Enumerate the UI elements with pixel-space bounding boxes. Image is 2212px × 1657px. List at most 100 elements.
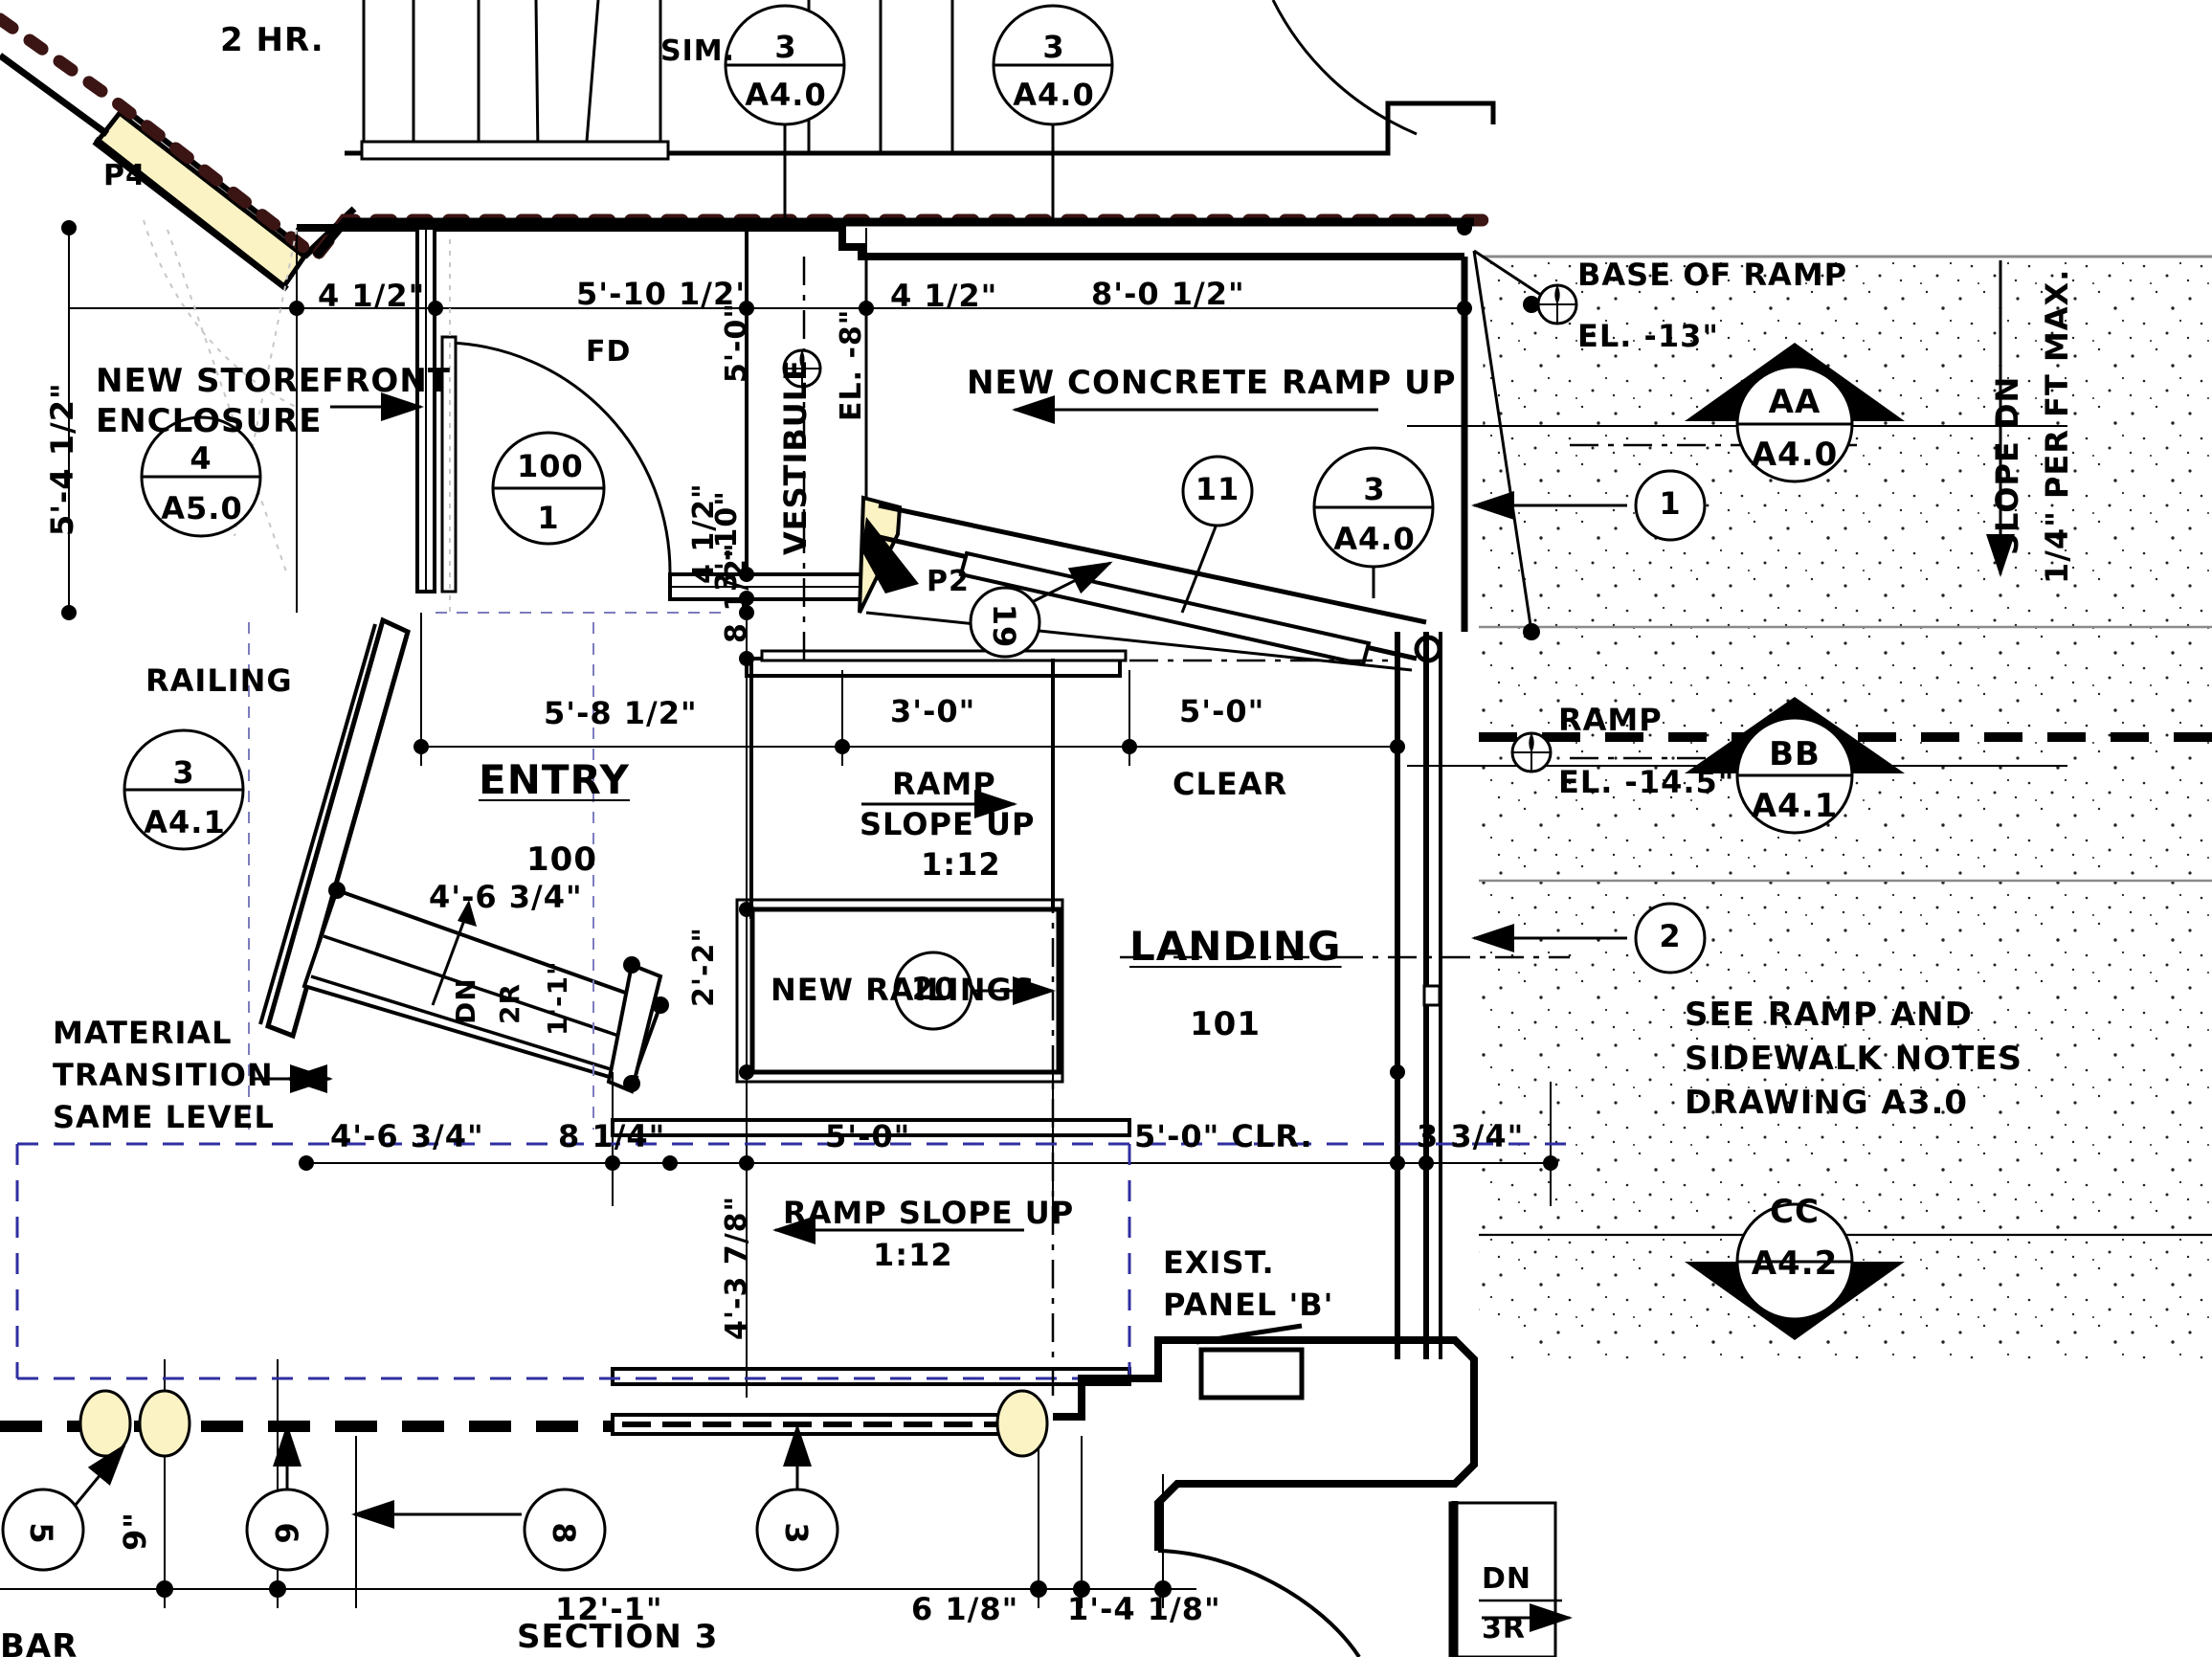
keynote-8: 8: [546, 1522, 582, 1545]
keynote-2: 2: [1659, 918, 1682, 954]
note-dn: DN: [1482, 1562, 1532, 1596]
dim-4-1-2-b: 4 1/2": [890, 278, 998, 314]
storefront-mullions: [360, 0, 1418, 161]
door-tag-sub: 1: [537, 500, 560, 536]
dim-5-0-clear: 5'-0": [1179, 693, 1265, 729]
elevation-target-symbols: [782, 283, 1578, 773]
angled-ramp-rail: [858, 495, 1442, 672]
door-tag-number: 100: [517, 448, 584, 484]
note-sim: SIM.: [660, 34, 736, 68]
dim-5-8-1-2: 5'-8 1/2": [544, 695, 698, 731]
note-new-railings: NEW RAILINGS: [771, 972, 1036, 1008]
note-ramp-elevation: EL. -14.5": [1558, 764, 1735, 800]
note-material-transition-3: SAME LEVEL: [53, 1099, 275, 1135]
dim-4-3-7-8: 4'-3 7/8": [720, 1195, 753, 1340]
detail-bubble-top-1: [724, 4, 846, 126]
bottom-rail-bars: [611, 1413, 1026, 1436]
dim-3-3-4: 3 3/4": [1417, 1118, 1525, 1154]
dim-2-2: 2'-2": [687, 926, 721, 1007]
keynote-19: 19: [986, 603, 1022, 649]
note-new-concrete-ramp-up: NEW CONCRETE RAMP UP: [967, 364, 1457, 402]
detail-bubble-top-2-sheet: A4.0: [1013, 77, 1095, 113]
room-landing-number: 101: [1190, 1005, 1261, 1043]
keynote-5: 5: [23, 1522, 59, 1545]
dim-6-1-8: 6 1/8": [911, 1591, 1019, 1627]
light-guides: [248, 612, 727, 1130]
dim-5-4-1-2: 5'-4 1/2": [44, 382, 80, 536]
detail-bubble-top-2-number: 3: [1042, 29, 1065, 65]
note-new-storefront-line2: ENCLOSURE: [96, 402, 323, 440]
note-stair-riser-height: 1'-1": [542, 960, 573, 1036]
room-landing-name: LANDING: [1129, 923, 1342, 970]
detail-bubble-storefront-sheet: A5.0: [161, 490, 243, 526]
section-marker-aa-letter: AA: [1768, 383, 1821, 421]
note-see-ramp-3: DRAWING A3.0: [1685, 1084, 1969, 1122]
keynote-3-bottom: 3: [778, 1522, 815, 1545]
vestibule-glazing: [668, 572, 863, 601]
note-base-of-ramp: BASE OF RAMP: [1577, 257, 1848, 293]
fire-rated-wall-diagonal: [0, 53, 357, 292]
keynote-circles: [1, 455, 1707, 1572]
note-material-transition-1: MATERIAL: [53, 1015, 233, 1051]
dim-4-6-3-4-b: 4'-6 3/4": [330, 1118, 484, 1154]
dim-12-1: 12'-1": [555, 1591, 663, 1627]
section-marker-cc-sheet: A4.2: [1751, 1244, 1839, 1283]
note-clear: CLEAR: [1173, 766, 1288, 802]
note-p2: P2: [927, 565, 970, 598]
note-dn-risers: 3R: [1482, 1612, 1526, 1646]
section-marker-bb: [1685, 697, 1905, 835]
dim-8-0-1-2: 8'-0 1/2": [1091, 276, 1245, 312]
note-ramp-slope-up: RAMP: [892, 766, 996, 802]
note-ramp: RAMP: [1558, 702, 1663, 738]
note-railing: RAILING: [145, 662, 293, 699]
note-see-ramp-2: SIDEWALK NOTES: [1685, 1040, 2022, 1078]
dim-8-1-4: 8 1/4": [558, 1118, 666, 1154]
note-exist: EXIST.: [1163, 1244, 1275, 1281]
detail-bubble-mid-sheet: A4.0: [1333, 521, 1416, 557]
detail-bubble-railing-sheet: A4.1: [144, 804, 226, 840]
detail-bubble-top-1-number: 3: [774, 29, 797, 65]
dimension-tick-dots: [61, 220, 1558, 1598]
note-see-ramp-1: SEE RAMP AND: [1685, 996, 1973, 1034]
note-slope-ratio: 1:12: [921, 846, 1001, 883]
note-ramp-slope-up-lower: RAMP SLOPE UP: [783, 1195, 1075, 1231]
note-section-3: SECTION 3: [517, 1618, 719, 1656]
detail-bubble-storefront-number: 4: [190, 440, 212, 477]
note-stair-risers: 2R: [494, 982, 525, 1024]
keynote-20: 20: [911, 971, 957, 1007]
detail-bubble-storefront: [140, 415, 262, 538]
detail-bubble-mid-number: 3: [1363, 471, 1386, 507]
dim-5-0-clr-2: 5'-0" CLR.: [1134, 1118, 1313, 1154]
detail-bubble-mid: [1312, 446, 1435, 569]
room-entry-name: ENTRY: [479, 756, 630, 803]
detail-bubble-railing-number: 3: [172, 754, 195, 791]
room-vestibule-label: VESTIBULE: [777, 358, 814, 555]
room-entry-number: 100: [526, 840, 597, 879]
section-marker-cc-letter: CC: [1770, 1193, 1820, 1231]
detail-bubble-top-1-sheet: A4.0: [745, 77, 827, 113]
keynote-11: 11: [1195, 471, 1240, 507]
leader-arrows: [56, 105, 2015, 1529]
section-marker-aa: [1685, 343, 1905, 483]
note-stair-dn: DN: [450, 977, 481, 1024]
note-fd: FD: [586, 335, 632, 369]
dim-5-10-1-2: 5'-10 1/2": [576, 276, 752, 312]
dim-5-0-mid: 5'-0": [825, 1118, 911, 1154]
note-panel-b: PANEL 'B': [1163, 1287, 1334, 1323]
section-marker-aa-sheet: A4.0: [1751, 436, 1839, 474]
dn-3r-arrow: [1479, 1599, 1573, 1632]
dim-5-0-vert: 5'-0": [720, 302, 753, 383]
dim-3-10: 3'-10": [710, 490, 744, 592]
note-ramp-slope-ratio-lower: 1:12: [873, 1237, 953, 1273]
note-new-storefront-line1: NEW STOREFRONT: [96, 362, 451, 400]
highlighted-posts: [78, 1389, 1049, 1458]
note-slope-dn-rate: 1/4" PER FT MAX.: [2039, 268, 2075, 584]
note-slope-up: SLOPE UP: [860, 806, 1036, 842]
upper-exterior-wall: [312, 101, 1496, 259]
note-base-of-ramp-elevation: EL. -13": [1577, 318, 1720, 354]
section-marker-bb-sheet: A4.1: [1751, 787, 1839, 825]
door-tag-bubble: [491, 431, 606, 546]
detail-bubble-top-2: [992, 4, 1114, 126]
dim-1-4-1-8: 1'-4 1/8": [1067, 1591, 1221, 1627]
